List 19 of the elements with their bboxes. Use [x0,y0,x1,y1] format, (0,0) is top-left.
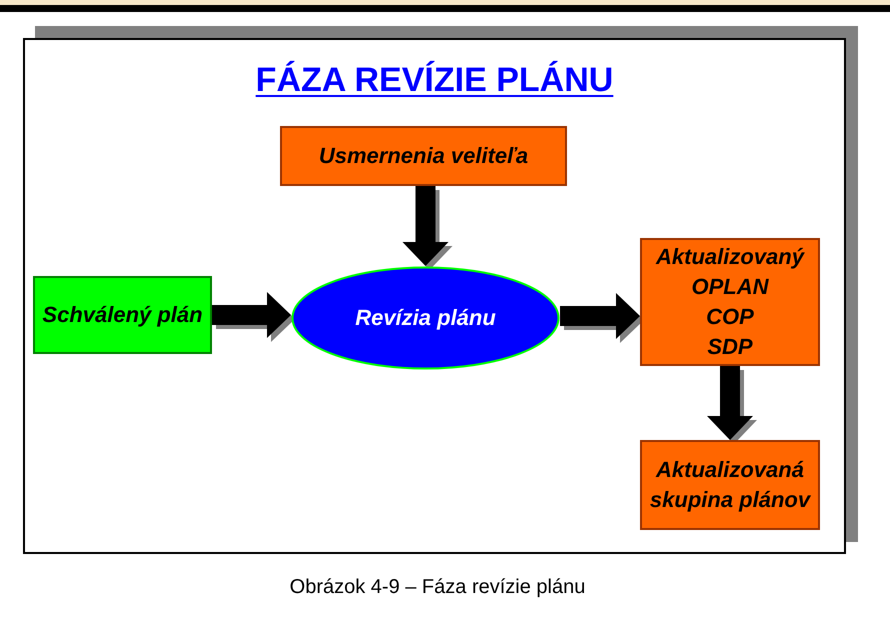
node-text: Schválený plán [41,301,204,329]
block-arrow [212,292,291,338]
node-text: Revízia plánu [354,304,497,332]
node-text: Aktualizovaný [654,243,806,271]
node-text: Aktualizovaná skupina plánov [648,456,812,514]
node-text: Usmernenia veliteľa [318,142,530,170]
process-ellipse [291,266,560,370]
block-arrow [560,293,640,339]
process-box [640,440,820,530]
node-text: COP [705,303,755,331]
node-text: OPLAN [690,273,770,301]
process-box [280,126,567,186]
figure-caption: Obrázok 4-9 – Fáza revízie plánu [288,575,586,600]
node-text: SDP [706,333,754,361]
block-arrow [402,186,448,266]
block-arrow [707,366,753,440]
diagram-title: FÁZA REVÍZIE PLÁNU [254,60,614,101]
process-box [640,238,820,366]
process-box [33,276,212,354]
